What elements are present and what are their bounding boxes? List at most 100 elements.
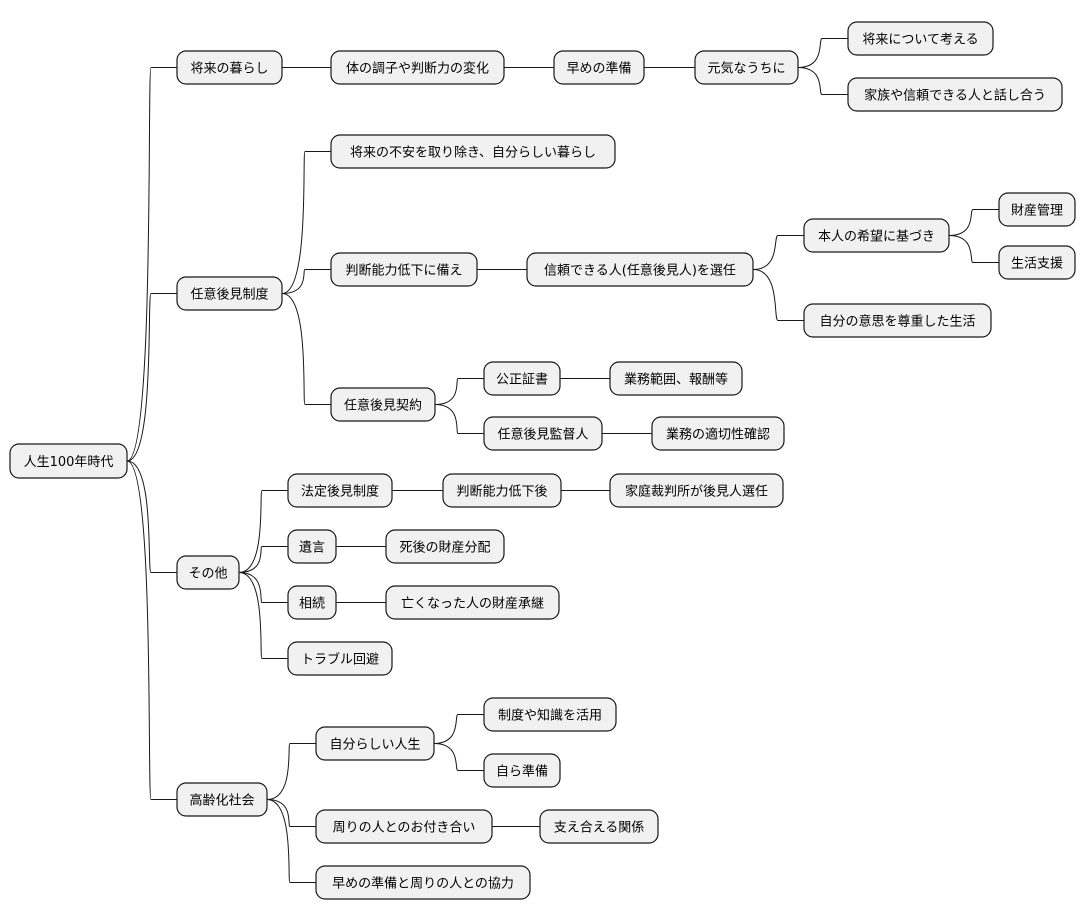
node-label-body-change: 体の調子や判断力の変化 — [346, 61, 489, 77]
node-label-avoid-trouble: トラブル回避 — [301, 652, 379, 668]
edge-aging-society-to-relationships — [266, 799, 316, 827]
node-notarial-deed[interactable]: 公正証書 — [483, 361, 561, 396]
edge-root-to-future-living — [126, 67, 177, 462]
node-label-based-on-wishes: 本人の希望に基づき — [818, 229, 935, 245]
node-label-talk-family: 家族や信頼できる人と話し合う — [864, 88, 1046, 104]
edge-voluntary-guardianship-to-guardianship-contract — [281, 293, 331, 405]
node-root[interactable]: 人生100年時代 — [9, 443, 128, 479]
node-succession[interactable]: 亡くなった人の財産承継 — [385, 585, 560, 620]
edge-others-to-avoid-trouble — [238, 572, 288, 659]
node-box-relationships — [315, 809, 493, 844]
node-label-prep-and-cooperate: 早めの準備と周りの人との協力 — [332, 876, 514, 892]
node-box-asset-management — [998, 192, 1076, 227]
node-scope-fees[interactable]: 業務範囲、報酬等 — [609, 361, 743, 396]
node-label-after-decline: 判断能力低下後 — [456, 485, 547, 500]
edge-aging-society-to-prep-and-cooperate — [266, 799, 316, 883]
node-inheritance[interactable]: 相続 — [287, 585, 337, 620]
edge-aging-society-to-own-life — [266, 743, 316, 800]
node-label-think-future: 将来について考える — [862, 33, 978, 48]
node-label-asset-management: 財産管理 — [1011, 203, 1063, 219]
node-box-after-decline — [442, 473, 562, 508]
node-supervisor[interactable]: 任意後見監督人 — [483, 416, 603, 451]
node-aging-society[interactable]: 高齢化社会 — [176, 782, 268, 817]
node-label-root: 人生100年時代 — [24, 455, 114, 470]
node-label-future-living: 将来の暮らし — [190, 62, 268, 77]
node-box-use-knowledge — [483, 697, 617, 732]
node-box-check-appropriateness — [651, 416, 785, 451]
node-use-knowledge[interactable]: 制度や知識を活用 — [483, 697, 617, 732]
edge-own-life-to-self-prep — [433, 743, 484, 771]
node-box-while-healthy — [694, 50, 799, 85]
node-box-future-living — [176, 50, 283, 85]
node-label-self-prep: 自ら準備 — [496, 764, 548, 780]
node-box-others — [176, 555, 240, 590]
node-legal-guardianship[interactable]: 法定後見制度 — [287, 473, 393, 508]
node-box-succession — [385, 585, 560, 620]
node-will[interactable]: 遺言 — [287, 529, 337, 564]
node-box-distribution-after-death — [385, 529, 505, 564]
edge-own-life-to-use-knowledge — [433, 714, 484, 744]
node-box-will — [287, 529, 337, 564]
node-box-early-prep — [553, 50, 645, 85]
node-self-prep[interactable]: 自ら準備 — [483, 753, 561, 788]
edge-root-to-aging-society — [126, 460, 177, 800]
node-early-prep[interactable]: 早めの準備 — [553, 50, 645, 85]
node-box-inheritance — [287, 585, 337, 620]
node-prep-and-cooperate[interactable]: 早めの準備と周りの人との協力 — [315, 865, 531, 900]
node-after-decline[interactable]: 判断能力低下後 — [442, 473, 562, 508]
node-own-life[interactable]: 自分らしい人生 — [315, 726, 435, 761]
node-box-guardianship-contract — [330, 387, 436, 422]
node-mutual-support[interactable]: 支え合える関係 — [539, 809, 659, 844]
node-check-appropriateness[interactable]: 業務の適切性確認 — [651, 416, 785, 451]
node-based-on-wishes[interactable]: 本人の希望に基づき — [803, 218, 950, 253]
node-think-future[interactable]: 将来について考える — [847, 21, 994, 56]
node-label-check-appropriateness: 業務の適切性確認 — [666, 427, 770, 443]
node-box-prepare-decline — [330, 252, 478, 287]
node-label-relationships: 周りの人とのお付き合い — [333, 821, 476, 836]
node-while-healthy[interactable]: 元気なうちに — [694, 50, 799, 85]
node-box-talk-family — [847, 77, 1063, 112]
node-voluntary-guardianship[interactable]: 任意後見制度 — [176, 276, 283, 311]
edge-others-to-legal-guardianship — [238, 490, 288, 573]
node-label-prepare-decline: 判断能力低下に備え — [345, 263, 462, 279]
node-label-early-prep: 早めの準備 — [566, 61, 631, 77]
node-asset-management[interactable]: 財産管理 — [998, 192, 1076, 227]
edge-while-healthy-to-talk-family — [797, 67, 848, 95]
node-relationships[interactable]: 周りの人とのお付き合い — [315, 809, 493, 844]
node-box-root — [9, 443, 128, 479]
edge-root-to-others — [126, 460, 177, 573]
node-guardianship-contract[interactable]: 任意後見契約 — [330, 387, 436, 422]
node-label-court-appoints: 家庭裁判所が後見人選任 — [625, 484, 768, 500]
node-label-aging-society: 高齢化社会 — [189, 793, 254, 809]
node-body-change[interactable]: 体の調子や判断力の変化 — [330, 50, 505, 85]
edge-voluntary-guardianship-to-prepare-decline — [281, 269, 331, 294]
node-label-will: 遺言 — [299, 541, 325, 556]
edge-voluntary-guardianship-to-remove-anxiety — [281, 151, 331, 294]
node-distribution-after-death[interactable]: 死後の財産分配 — [385, 529, 505, 564]
node-respect-will[interactable]: 自分の意思を尊重した生活 — [803, 303, 992, 338]
node-court-appoints[interactable]: 家庭裁判所が後見人選任 — [609, 473, 784, 508]
node-box-prep-and-cooperate — [315, 865, 531, 900]
edge-others-to-inheritance — [238, 572, 288, 603]
node-box-respect-will — [803, 303, 992, 338]
node-life-support[interactable]: 生活支援 — [998, 245, 1076, 280]
node-box-court-appoints — [609, 473, 784, 508]
node-box-own-life — [315, 726, 435, 761]
node-box-select-trusted — [526, 252, 754, 287]
node-layer: 人生100年時代 将来の暮らし 体の調子や判断力の変化 早めの準備 元気なうちに 将来につ… — [9, 21, 1076, 900]
node-label-while-healthy: 元気なうちに — [707, 61, 785, 77]
connector-layer — [126, 38, 999, 883]
node-remove-anxiety[interactable]: 将来の不安を取り除き、自分らしい暮らし — [330, 134, 616, 169]
node-box-legal-guardianship — [287, 473, 393, 508]
node-select-trusted[interactable]: 信頼できる人(任意後見人)を選任 — [526, 252, 754, 287]
node-future-living[interactable]: 将来の暮らし — [176, 50, 283, 85]
node-box-remove-anxiety — [330, 134, 616, 169]
node-talk-family[interactable]: 家族や信頼できる人と話し合う — [847, 77, 1063, 112]
edge-based-on-wishes-to-life-support — [948, 235, 999, 263]
node-label-own-life: 自分らしい人生 — [329, 738, 420, 753]
node-prepare-decline[interactable]: 判断能力低下に備え — [330, 252, 478, 287]
node-avoid-trouble[interactable]: トラブル回避 — [287, 641, 393, 676]
node-others[interactable]: その他 — [176, 555, 240, 590]
node-box-aging-society — [176, 782, 268, 817]
